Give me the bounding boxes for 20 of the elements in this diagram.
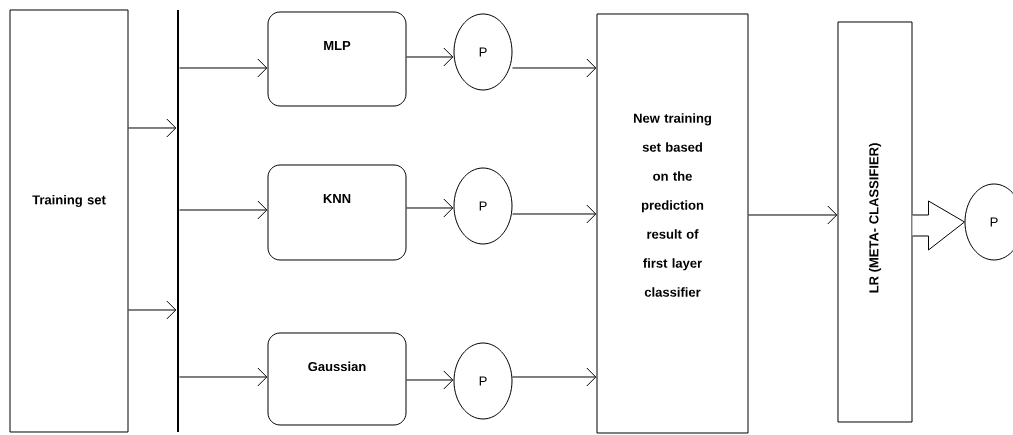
arrow xyxy=(179,58,268,78)
process-box: MLP xyxy=(267,11,407,107)
arrow xyxy=(128,300,177,320)
arrow xyxy=(512,367,597,387)
classifier-box: LR (META- CLASSIFIER) xyxy=(837,21,913,423)
input-box: Training set xyxy=(9,9,129,433)
process-box: Gaussian xyxy=(267,332,407,426)
arrow xyxy=(512,204,597,224)
arrow xyxy=(748,205,838,225)
arrow xyxy=(406,198,454,218)
arrow xyxy=(406,47,454,67)
block-arrow xyxy=(912,200,965,251)
process-box: KNN xyxy=(267,164,407,261)
arrow xyxy=(406,370,454,390)
arrow xyxy=(179,200,268,220)
bus-line xyxy=(177,10,179,432)
arrow xyxy=(179,367,268,387)
arrow xyxy=(512,58,597,78)
dataset-box: New training set based on the prediction result of first layer classifier xyxy=(596,13,749,434)
arrow xyxy=(128,118,177,138)
